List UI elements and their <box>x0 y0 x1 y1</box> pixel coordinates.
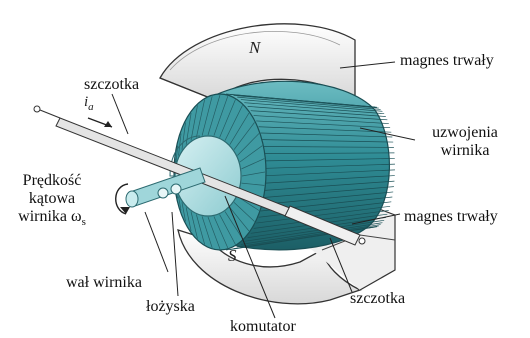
current-arrow-icon <box>88 118 112 127</box>
south-pole-label: S <box>228 246 237 266</box>
current-symbol: ia <box>84 94 94 113</box>
label-brush-bottom: szczotka <box>350 290 405 308</box>
north-pole-label: N <box>249 38 260 58</box>
label-magnet-top: magnes trwały <box>400 52 494 70</box>
label-commutator: komutator <box>230 318 296 336</box>
label-angular-speed: Prędkość kątowa wirnika ωs <box>2 172 102 231</box>
label-magnet-bottom: magnes trwały <box>404 208 498 226</box>
label-winding: uzwojenia wirnika <box>425 124 505 160</box>
label-bearings: łożyska <box>146 298 195 316</box>
label-shaft: wał wirnika <box>66 274 142 292</box>
label-brush-top: szczotka <box>84 76 139 94</box>
